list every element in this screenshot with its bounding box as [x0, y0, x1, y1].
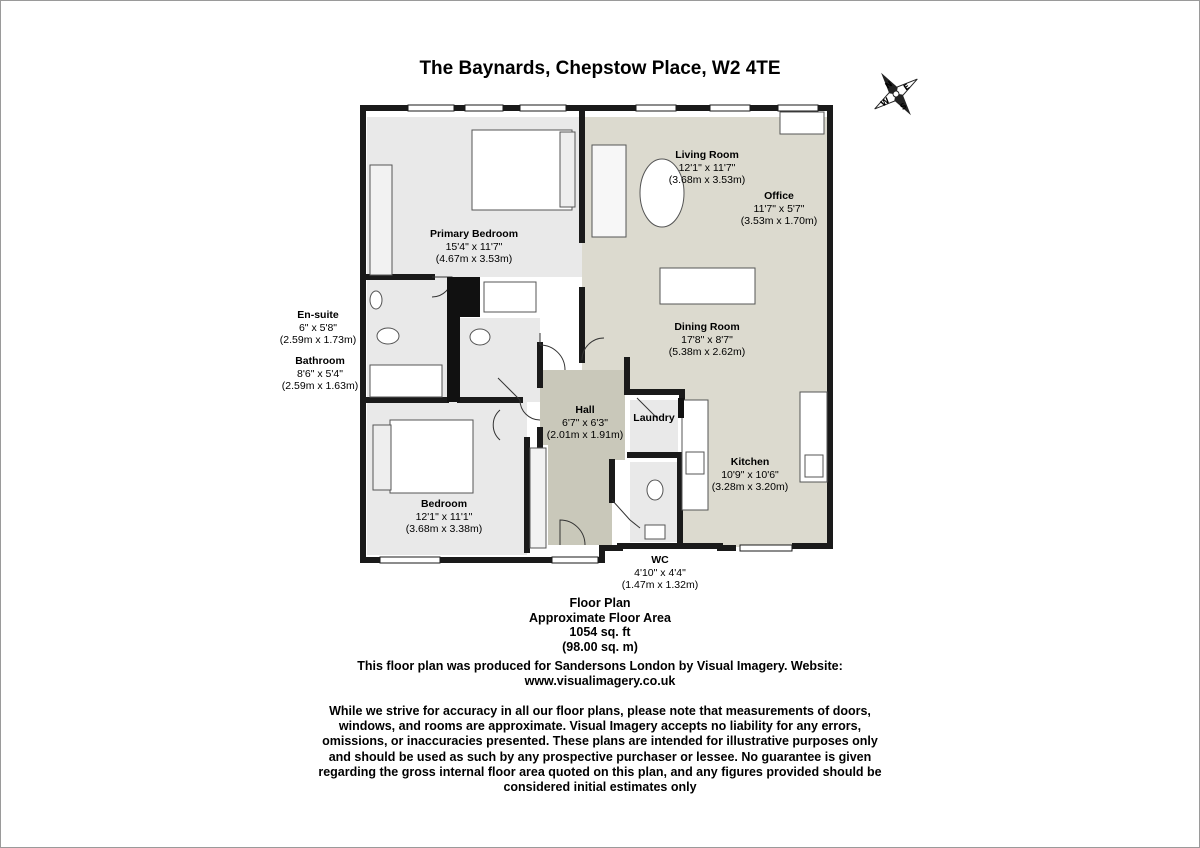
room-size-metric: (5.38m x 2.62m): [668, 346, 746, 358]
disclaimer-line: omissions, or inaccuracies presented. Th…: [322, 734, 878, 749]
window: [709, 104, 751, 112]
floor-area-label: Approximate Floor Area: [529, 610, 671, 625]
room-size-metric: (3.53m x 1.70m): [740, 215, 818, 227]
room-label-wc: WC 4'10" x 4'4" (1.47m x 1.32m): [622, 554, 698, 592]
walls: [360, 105, 833, 563]
compass-n-label: N: [884, 79, 895, 90]
room-size-imperial: 8'6" x 5'4": [297, 367, 343, 380]
page-title: The Baynards, Chepstow Place, W2 4TE: [419, 58, 781, 79]
compass-e-label: E: [902, 82, 912, 93]
primary-bed: [471, 129, 573, 211]
disclaimer-line: considered initial estimates only: [503, 780, 697, 795]
service-shafts: [447, 277, 684, 418]
room-label-office: Office 11'7" x 5'7" (3.53m x 1.70m): [741, 190, 817, 228]
compass-rose-icon: N E S W: [874, 72, 918, 116]
furniture: [369, 111, 828, 549]
shower-tray: [483, 281, 537, 313]
hob: [804, 454, 824, 478]
laundry-floor: [630, 400, 678, 455]
disclaimer-line: While we strive for accuracy in all our …: [329, 704, 871, 718]
room-size-metric: (2.01m x 1.91m): [546, 429, 624, 441]
room-size-metric: (4.67m x 3.53m): [435, 253, 513, 265]
room-size-imperial: 12'1" x 11'1": [415, 510, 473, 523]
hall-floor: [540, 370, 625, 545]
room-size-imperial: 12'1" x 11'7": [678, 161, 736, 174]
room-name: Bedroom: [420, 498, 468, 510]
room-name: Bathroom: [295, 355, 345, 367]
floor-plan-heading: Floor Plan: [569, 596, 631, 610]
room-label-primary-bedroom: Primary Bedroom 15'4" x 11'7" (4.67m x 3…: [430, 228, 518, 266]
window: [519, 104, 567, 112]
wc-toilet: [646, 479, 664, 501]
disclaimer-line: regarding the gross internal floor area …: [318, 764, 882, 779]
dining-table: [659, 267, 756, 305]
credit-line: This floor plan was produced for Sanders…: [357, 659, 843, 673]
room-name: Dining Room: [674, 321, 740, 333]
window: [635, 104, 677, 112]
compass-s-label: S: [898, 101, 908, 112]
room-size-imperial: 6" x 5'8": [298, 321, 338, 334]
floor-area-imperial: 1054 sq. ft: [569, 625, 631, 639]
room-label-bathroom: Bathroom 8'6" x 5'4" (2.59m x 1.63m): [282, 355, 358, 393]
room-size-metric: (3.28m x 3.20m): [711, 481, 789, 493]
credit-website: www.visualimagery.co.uk: [524, 674, 676, 688]
bedroom-headboard: [372, 424, 392, 491]
wc-basin: [644, 524, 666, 540]
toilet: [376, 327, 400, 345]
bedroom-bed: [389, 419, 474, 494]
basin: [369, 290, 383, 310]
room-name: Primary Bedroom: [429, 228, 519, 240]
disclaimer-line: windows, and rooms are approximate. Visu…: [338, 719, 862, 734]
floor-area-block: Floor Plan Approximate Floor Area 1054 s…: [0, 596, 1200, 654]
sink: [685, 451, 705, 475]
bedroom-wardrobe: [529, 447, 547, 549]
floor-area-metric: (98.00 sq. m): [562, 639, 638, 654]
room-label-dining-room: Dining Room 17'8" x 8'7" (5.38m x 2.62m): [669, 321, 745, 359]
room-size-metric: (1.47m x 1.32m): [621, 579, 699, 591]
sofa: [591, 144, 627, 238]
room-size-metric: (2.59m x 1.63m): [281, 380, 359, 392]
bathroom-toilet: [469, 328, 491, 346]
fireplace: [779, 111, 825, 135]
room-size-imperial: 17'8" x 8'7": [681, 333, 733, 346]
room-name: Hall: [575, 404, 595, 416]
bathroom-floor: [460, 318, 540, 402]
room-size-metric: (3.68m x 3.53m): [668, 174, 746, 186]
room-label-en-suite: En-suite 6" x 5'8" (2.59m x 1.73m): [280, 309, 356, 347]
room-label-bedroom: Bedroom 12'1" x 11'1" (3.68m x 3.38m): [406, 498, 482, 536]
room-name: En-suite: [297, 309, 339, 321]
room-name: Office: [764, 190, 794, 202]
room-size-imperial: 4'10" x 4'4": [634, 566, 686, 579]
window: [739, 544, 793, 552]
room-label-hall: Hall 6'7" x 6'3" (2.01m x 1.91m): [547, 404, 623, 442]
room-label-laundry: Laundry: [633, 412, 674, 425]
disclaimer-block: While we strive for accuracy in all our …: [0, 704, 1200, 795]
room-size-imperial: 11'7" x 5'7": [753, 202, 805, 215]
room-label-kitchen: Kitchen 10'9" x 10'6" (3.28m x 3.20m): [712, 456, 788, 494]
wardrobe: [369, 164, 393, 276]
room-name: WC: [651, 554, 669, 566]
bathtub: [369, 364, 443, 398]
room-size-imperial: 10'9" x 10'6": [721, 468, 779, 481]
window: [379, 556, 441, 564]
room-name: Living Room: [675, 149, 739, 161]
window: [407, 104, 455, 112]
room-name: Laundry: [633, 412, 675, 424]
window: [777, 104, 819, 112]
window: [464, 104, 504, 112]
disclaimer-line: and should be used as such by any prospe…: [328, 749, 872, 764]
room-size-imperial: 15'4" x 11'7": [445, 240, 503, 253]
room-label-living-room: Living Room 12'1" x 11'7" (3.68m x 3.53m…: [669, 149, 745, 187]
primary-bed-headboard: [559, 131, 576, 208]
room-size-metric: (3.68m x 3.38m): [405, 523, 483, 535]
window: [551, 556, 599, 564]
room-size-metric: (2.59m x 1.73m): [279, 334, 357, 346]
windows: [379, 104, 819, 564]
room-name: Kitchen: [730, 456, 770, 468]
room-size-imperial: 6'7" x 6'3": [562, 416, 608, 429]
credit-block: This floor plan was produced for Sanders…: [0, 659, 1200, 689]
coffee-table: [639, 158, 685, 228]
